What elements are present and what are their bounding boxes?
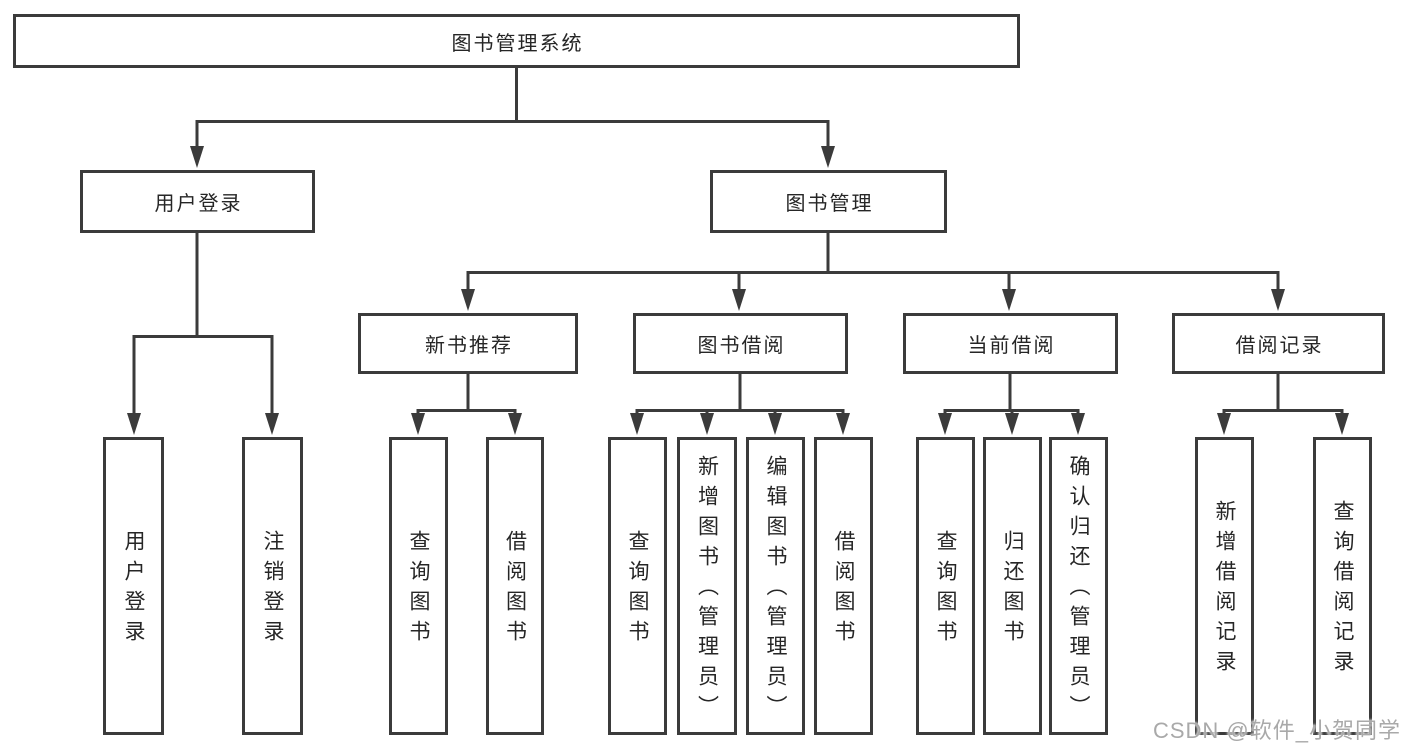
node-label: 新书推荐 [425, 335, 513, 357]
node-book-management: 图书管理 [710, 170, 947, 233]
node-current-borrow: 当前借阅 [903, 313, 1118, 374]
leaf-query-books-recommend: 查询图书 [389, 437, 448, 735]
node-label: 归还图书 [1001, 530, 1024, 650]
leaf-borrow-books: 借阅图书 [814, 437, 873, 735]
leaf-query-books-current: 查询图书 [916, 437, 975, 735]
node-label: 确认归还（管理员） [1067, 455, 1090, 725]
node-label: 编辑图书（管理员） [764, 455, 787, 725]
node-label: 借阅图书 [832, 530, 855, 650]
leaf-return-book: 归还图书 [983, 437, 1042, 735]
leaf-add-book-admin: 新增图书（管理员） [677, 437, 737, 735]
node-label: 图书管理系统 [451, 32, 584, 55]
node-label: 查询图书 [626, 530, 649, 650]
node-label: 借阅记录 [1235, 335, 1324, 357]
node-label: 新增借阅记录 [1213, 500, 1236, 680]
leaf-user-login: 用户登录 [103, 437, 164, 735]
leaf-edit-book-admin: 编辑图书（管理员） [746, 437, 805, 735]
node-library-management-system: 图书管理系统 [13, 14, 1020, 68]
node-label: 注销登录 [261, 530, 284, 650]
node-label: 图书管理 [785, 193, 874, 215]
node-label: 图书借阅 [697, 335, 786, 357]
leaf-logout: 注销登录 [242, 437, 303, 735]
node-label: 用户登录 [154, 193, 243, 215]
node-new-book-recommend: 新书推荐 [358, 313, 578, 374]
node-user-login: 用户登录 [80, 170, 315, 233]
node-label: 查询借阅记录 [1331, 500, 1354, 680]
leaf-query-books-borrow: 查询图书 [608, 437, 667, 735]
node-label: 查询图书 [407, 530, 430, 650]
leaf-borrow-books-recommend: 借阅图书 [486, 437, 544, 735]
node-borrow-records: 借阅记录 [1172, 313, 1385, 374]
leaf-confirm-return-admin: 确认归还（管理员） [1049, 437, 1108, 735]
node-book-borrow: 图书借阅 [633, 313, 848, 374]
node-label: 查询图书 [934, 530, 957, 650]
node-label: 借阅图书 [503, 530, 527, 650]
leaf-add-borrow-record: 新增借阅记录 [1195, 437, 1254, 735]
node-label: 当前借阅 [967, 335, 1056, 357]
leaf-query-borrow-record: 查询借阅记录 [1313, 437, 1372, 735]
arrowheads [127, 146, 1349, 435]
node-label: 用户登录 [122, 530, 145, 650]
node-label: 新增图书（管理员） [695, 455, 719, 725]
watermark: CSDN @软件_小贺同学 [1152, 718, 1401, 743]
